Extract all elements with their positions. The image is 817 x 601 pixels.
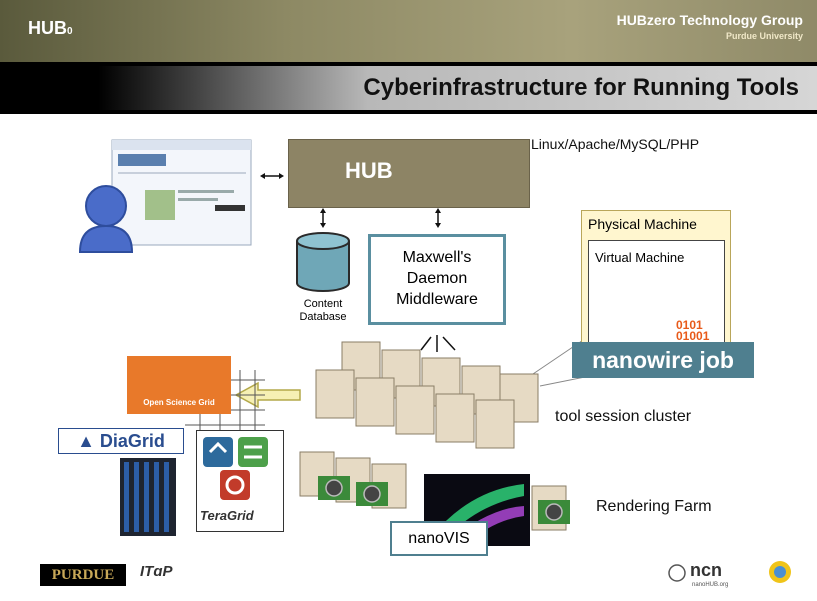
server-cluster xyxy=(315,341,539,449)
itap-logo: ITɑP xyxy=(140,563,173,580)
diagrid-logo: ▲ DiaGrid xyxy=(58,428,184,454)
hub-server-box xyxy=(288,139,530,208)
ncn-logo: ncn xyxy=(690,560,723,580)
title-bar xyxy=(0,66,817,110)
slide-title: Cyberinfrastructure for Running Tools xyxy=(363,74,799,101)
user-icon xyxy=(78,185,134,253)
ncn-subtitle: nanoHUB.org xyxy=(692,582,729,588)
group-title: HUBzero Technology Group xyxy=(616,12,803,28)
hub-logo: HUB0 xyxy=(28,18,73,38)
rendering-farm xyxy=(299,451,570,531)
hub-box-logo: HUB xyxy=(345,158,393,183)
rendering-farm-label: Rendering Farm xyxy=(596,498,712,515)
nanowire-job-label: nanowire job xyxy=(572,342,754,378)
nanovis-label: nanoVIS xyxy=(390,521,488,556)
binary-digits: 0101 01001 xyxy=(676,318,710,343)
teragrid-icon-set xyxy=(203,437,268,500)
browser-screenshot xyxy=(111,139,252,246)
university-label: Purdue University xyxy=(725,31,803,41)
database-icon xyxy=(296,232,350,292)
diagrid-triangle-icon: ▲ xyxy=(77,431,95,451)
header-bar xyxy=(0,0,817,62)
virtual-machine-box xyxy=(588,240,725,360)
stack-label: Linux/Apache/MySQL/PHP xyxy=(531,136,700,152)
physical-machine-label: Physical Machine xyxy=(588,216,697,232)
open-science-grid-logo: Open Science Grid xyxy=(127,356,231,414)
ncn-logo-graphic xyxy=(668,561,791,583)
teragrid-label: TeraGrid xyxy=(200,508,254,523)
tool-session-cluster-label: tool session cluster xyxy=(555,408,692,425)
virtual-machine-label: Virtual Machine xyxy=(595,250,685,265)
server-rack-image xyxy=(120,458,176,536)
purdue-logo: PURDUE xyxy=(40,564,126,586)
